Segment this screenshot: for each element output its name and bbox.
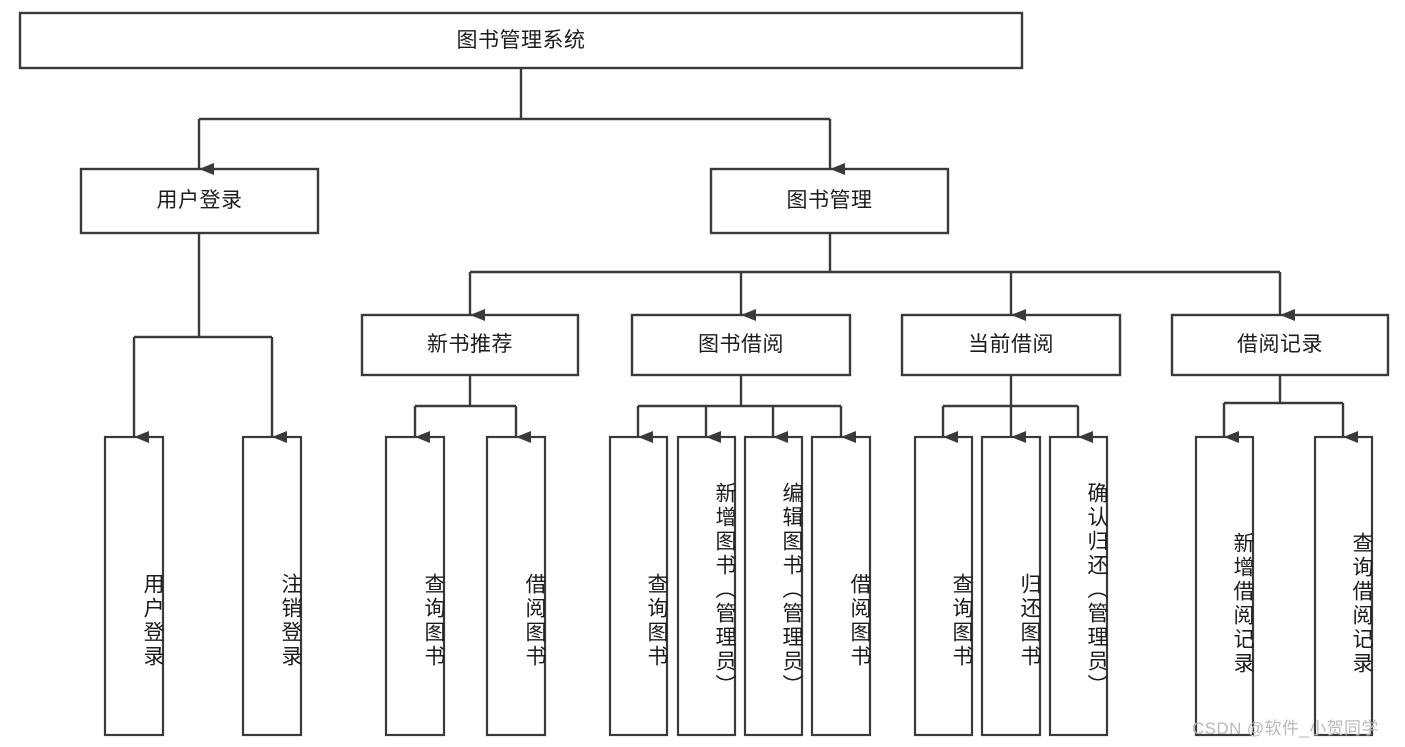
node-box-new-book-rec[interactable] xyxy=(360,313,580,377)
node-box-leaf-query-book-2[interactable] xyxy=(608,435,669,737)
node-box-leaf-query-book-1[interactable] xyxy=(384,435,446,737)
node-box-leaf-borrow-book-2[interactable] xyxy=(810,435,872,737)
node-box-leaf-logout[interactable] xyxy=(241,435,303,737)
node-box-leaf-add-book[interactable] xyxy=(676,435,737,737)
node-box-root[interactable] xyxy=(18,11,1024,70)
node-box-leaf-query-book-3[interactable] xyxy=(913,435,974,737)
node-box-leaf-add-record[interactable] xyxy=(1194,435,1255,737)
node-box-leaf-edit-book[interactable] xyxy=(743,435,804,737)
node-box-borrow-record[interactable] xyxy=(1170,313,1390,377)
node-box-leaf-return-book[interactable] xyxy=(980,435,1042,737)
node-box-current-borrow[interactable] xyxy=(900,313,1122,377)
csdn-watermark: CSDN @软件_小贺同学 xyxy=(1192,719,1379,738)
node-box-leaf-borrow-book-1[interactable] xyxy=(485,435,547,737)
node-box-leaf-user-login[interactable] xyxy=(103,435,165,737)
node-box-book-manage[interactable] xyxy=(709,167,950,235)
node-box-leaf-confirm-return[interactable] xyxy=(1048,435,1109,737)
node-box-book-borrow[interactable] xyxy=(630,313,852,377)
node-box-leaf-query-record[interactable] xyxy=(1313,435,1374,737)
node-box-user-login[interactable] xyxy=(79,167,320,235)
